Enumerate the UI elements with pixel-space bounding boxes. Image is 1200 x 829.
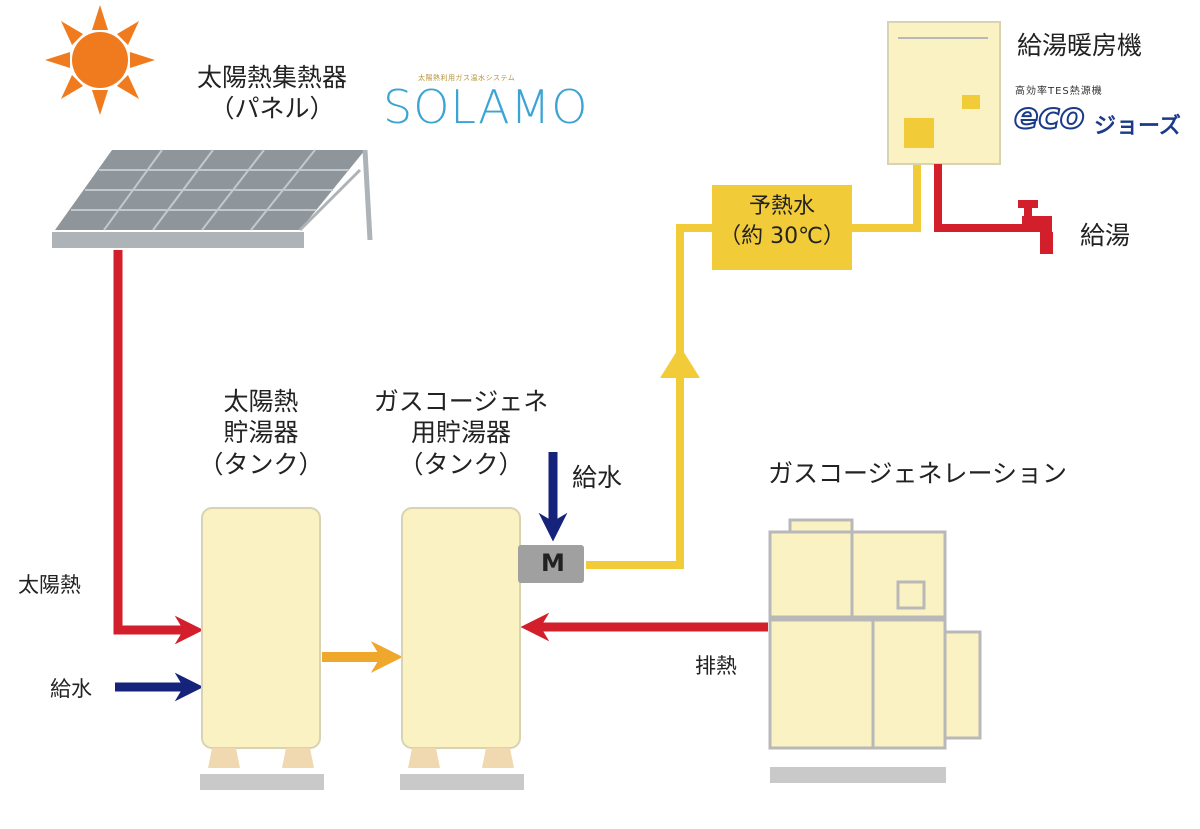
cogeneration-label: ガスコージェネレーション xyxy=(768,459,1068,488)
solar-tank-label: 太陽熱 貯湯器 （タンク） xyxy=(191,386,331,480)
water-heater-unit xyxy=(887,21,1001,165)
cogeneration-storage-tank xyxy=(400,507,524,790)
preheat-label-line1: 予熱水 xyxy=(748,194,815,219)
exhaust-heat-label: 排熱 xyxy=(695,654,737,678)
eco-logo-suffix: ジョーズ xyxy=(1094,114,1181,139)
preheat-to-heater-pipe xyxy=(852,164,921,232)
mixing-valve-icon xyxy=(518,545,584,583)
solar-heat-label: 太陽熱 xyxy=(18,573,81,597)
mixing-valve-label: M xyxy=(541,549,565,577)
faucet-icon xyxy=(1018,200,1053,254)
hot-water-label: 給湯 xyxy=(1080,221,1131,250)
cogen-tank-label-line1: ガスコージェネ xyxy=(373,387,549,416)
solar-heat-pipe xyxy=(113,250,204,645)
preheat-label-line2: （約 30℃） xyxy=(719,223,845,249)
preheat-water-box xyxy=(712,185,852,270)
eco-caption: 高効率TES熱源機 xyxy=(1015,86,1103,97)
eco-logo-text: eco xyxy=(1013,95,1085,138)
sun-icon xyxy=(45,5,155,115)
solar-tank-label-line3: （タンク） xyxy=(198,449,324,479)
eco-logo: eco ジョーズ xyxy=(1013,95,1189,144)
preheat-pipe xyxy=(586,224,712,569)
cogen-tank-label: ガスコージェネ 用貯湯器 （タンク） xyxy=(346,386,576,480)
solar-tank-label-line2: 貯湯器 xyxy=(223,418,299,448)
solamo-logo: SOLAMO xyxy=(383,80,589,134)
collector-label-line1: 太陽熱集熱器 xyxy=(196,63,347,92)
solamo-caption: 太陽熱利用ガス温水システム xyxy=(418,74,516,82)
collector-label-line2: （パネル） xyxy=(209,94,335,124)
cogen-tank-label-line3: （タンク） xyxy=(398,449,524,479)
heater-title: 給湯暖房機 xyxy=(1017,31,1143,60)
collector-label: 太陽熱集熱器 （パネル） xyxy=(172,62,372,125)
cogen-tank-label-line2: 用貯湯器 xyxy=(410,418,511,448)
solar-panel-icon xyxy=(52,149,373,248)
water-supply-left-label: 給水 xyxy=(50,677,92,701)
preheat-up-arrow xyxy=(660,346,700,378)
gas-cogeneration-unit xyxy=(768,518,982,750)
hot-water-pipe xyxy=(934,164,1022,232)
solar-tank-label-line1: 太陽熱 xyxy=(223,387,299,416)
solar-storage-tank xyxy=(200,507,324,790)
preheat-water-label: 予熱水 （約 30℃） xyxy=(712,192,852,251)
water-supply-top-label: 給水 xyxy=(572,463,623,492)
